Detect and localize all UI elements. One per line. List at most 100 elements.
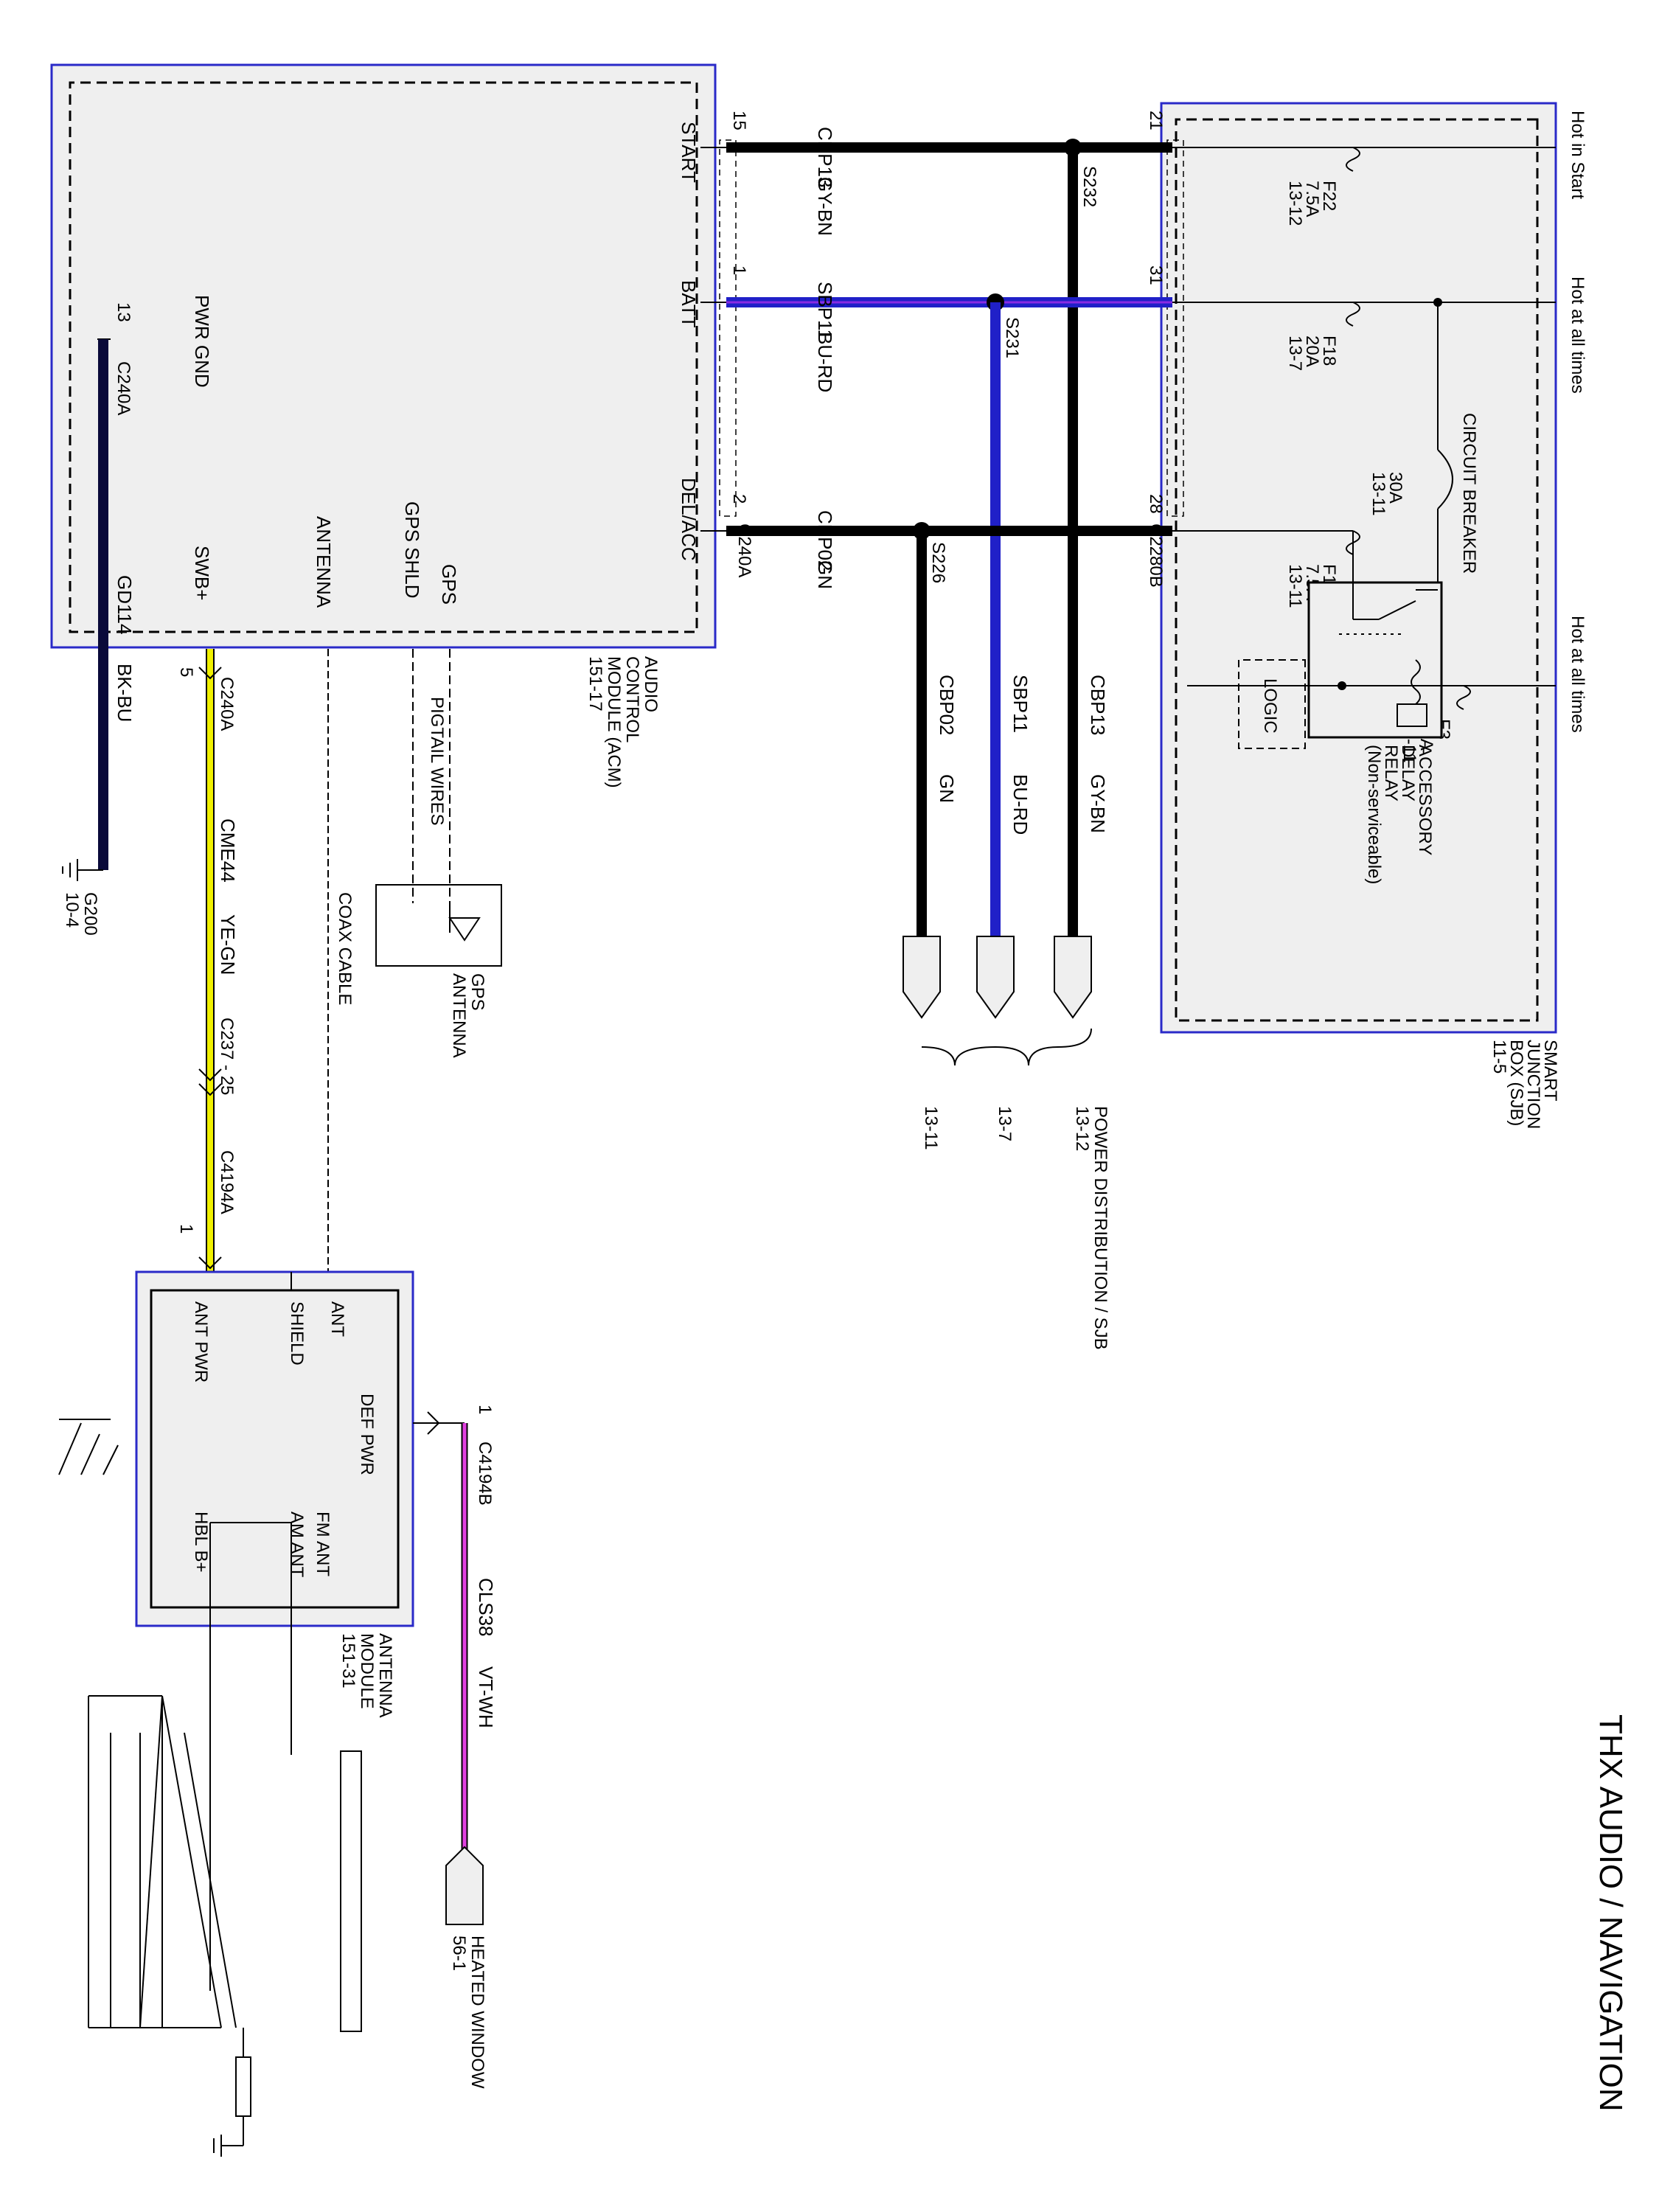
- start-wire-color: GY-BN: [814, 177, 836, 236]
- gnd-wire-color: BK-BU: [114, 664, 136, 722]
- circuit-breaker-symbol: [1437, 449, 1453, 509]
- pigtail-label: PIGTAIL WIRES: [427, 697, 447, 826]
- swb-connector-c240a: C240A: [217, 677, 237, 731]
- gps-antenna-label-2: ANTENNA: [449, 973, 469, 1058]
- gnd-circuit: GD114: [114, 575, 136, 634]
- batt-circuit: SBP11: [814, 282, 836, 340]
- sjb-hot-all-times-1: Hot at all times: [1568, 276, 1587, 394]
- am-pin-shield: SHIELD: [287, 1301, 307, 1366]
- heated-window-connector: [445, 1846, 484, 1925]
- acm-name-3: MODULE (ACM): [604, 656, 624, 788]
- sjb-hot-all-times-2: Hot at all times: [1568, 616, 1587, 733]
- def-wire-color: VT-WH: [475, 1666, 497, 1728]
- am-pin-defpwr: DEF PWR: [357, 1394, 377, 1475]
- batt-pin-31: 31: [1146, 265, 1166, 285]
- vlabel-cbp13: CBP13: [1087, 675, 1109, 735]
- acm-pin-delacc: DEL/ACC: [678, 478, 700, 561]
- start-circuit: CBP13: [814, 127, 836, 187]
- fuse-f22-id: F22: [1319, 181, 1339, 211]
- vlabel-burd: BU-RD: [1009, 774, 1032, 835]
- connector-c2280b-boundary: [1166, 139, 1184, 517]
- vlabel-gn: GN: [936, 774, 958, 803]
- acm-pin-swb: SWB+: [191, 546, 213, 600]
- pd-ref-13-12: 13-12: [1072, 1106, 1092, 1151]
- fuse-f22-ref: 13-12: [1285, 181, 1305, 226]
- acm-pin-antenna: ANTENNA: [313, 516, 335, 608]
- power-distribution-connectors: [902, 936, 1092, 1019]
- wire-start-cbp13: [700, 139, 1353, 936]
- am-ref: 151-31: [338, 1633, 358, 1688]
- ground-g200: G200: [80, 892, 100, 936]
- antenna-resistor: [235, 2056, 251, 2117]
- fuse-f18-id: F18: [1319, 335, 1339, 366]
- acm-pin-start: START: [678, 122, 700, 183]
- power-distribution-label: POWER DISTRIBUTION / SJB: [1091, 1106, 1110, 1350]
- relay-label-4: (Non-serviceable): [1364, 745, 1384, 884]
- def-circuit: CLS38: [475, 1578, 497, 1637]
- am-pin-hbl: HBL B+: [191, 1512, 211, 1573]
- connector-c4194b: C4194B: [475, 1441, 495, 1506]
- audio-control-module: START BATT DEL/ACC PWR GND SWB+ ANTENNA …: [50, 63, 717, 788]
- splice-s231-label: S231: [1002, 317, 1022, 358]
- wire-delacc-cbp02: [700, 522, 1353, 936]
- acm-name-2: CONTROL: [622, 656, 642, 742]
- relay-label-3: RELAY: [1381, 745, 1401, 801]
- delacc-wire-color: GN: [814, 560, 836, 589]
- sjb-ref: 11-5: [1489, 1040, 1509, 1074]
- fuse-f18-symbol: [1346, 302, 1360, 327]
- smart-junction-box: Hot in Start Hot at all times Hot at all…: [1160, 102, 1587, 1129]
- wire-ground-gd114: [62, 338, 111, 881]
- circuit-breaker-ref: 13-11: [1368, 472, 1388, 516]
- heated-window-ref: 56-1: [449, 1935, 469, 1971]
- am-pin-amant: AM ANT: [287, 1512, 307, 1578]
- wire-batt-sbp11: [700, 293, 1353, 936]
- batt-wire-color: BU-RD: [814, 332, 836, 392]
- am-name-2: MODULE: [357, 1633, 377, 1709]
- accessory-delay-relay: [1307, 581, 1443, 739]
- pd-ref-13-11: 13-11: [921, 1106, 941, 1150]
- acm-pin-pwrgnd: PWR GND: [191, 295, 213, 388]
- fuse-f3-symbol: [1456, 685, 1471, 710]
- vlabel-sbp11: SBP11: [1009, 675, 1032, 733]
- circuit-breaker-rating: 30A: [1385, 472, 1405, 504]
- swb-circuit: CME44: [217, 818, 239, 883]
- splice-s232-label: S232: [1079, 166, 1099, 207]
- gps-antenna-icon: [448, 903, 481, 942]
- logic-label: LOGIC: [1260, 678, 1280, 734]
- am-pin-fmant: FM ANT: [313, 1512, 333, 1576]
- wire-swb-cme44: [198, 649, 222, 1272]
- connector-c240a-boundary: [719, 139, 737, 517]
- ground-ref: 10-4: [62, 892, 82, 928]
- coax-label: COAX CABLE: [335, 892, 355, 1005]
- fuse-f18-ref: 13-7: [1285, 335, 1305, 371]
- am-pin-antpwr: ANT PWR: [191, 1301, 211, 1382]
- vlabel-gybn: GY-BN: [1087, 774, 1109, 833]
- fuse-f18-label: F18 20A 13-7: [1285, 335, 1339, 371]
- batt-pin-1: 1: [729, 265, 749, 275]
- acm-pin-gps: GPS: [438, 564, 460, 605]
- delacc-pin-2: 2: [729, 494, 749, 504]
- acm-name: AUDIO: [641, 656, 661, 712]
- fuse-f22-symbol: [1346, 147, 1360, 172]
- pd-connector-2: [976, 936, 1015, 1019]
- fuse-f18-rating: 20A: [1302, 335, 1322, 367]
- swb-pin-5: 5: [176, 667, 196, 677]
- acm-pin-batt: BATT: [678, 280, 700, 328]
- swb-pin-1: 1: [176, 1224, 196, 1234]
- gps-antenna-box: [375, 884, 502, 967]
- gps-pigtail: [375, 649, 502, 967]
- pd-connector-3: [902, 936, 941, 1019]
- logic-block: [1238, 659, 1306, 749]
- acm-ref: 151-17: [585, 656, 605, 712]
- sjb-name-2: JUNCTION: [1523, 1040, 1543, 1129]
- sjb-name-1: SMART: [1540, 1040, 1560, 1102]
- connector-c237: C237 - 25: [217, 1018, 237, 1095]
- start-pin-21: 21: [1146, 111, 1166, 131]
- fuse-f12-ref: 13-11: [1285, 564, 1305, 608]
- sjb-hot-in-start: Hot in Start: [1568, 111, 1587, 199]
- splice-s226-label: S226: [928, 542, 948, 583]
- rear-window-antenna-grid: [88, 1522, 362, 2157]
- connector-c4194a: C4194A: [217, 1150, 237, 1214]
- heated-window-label: HEATED WINDOW: [467, 1935, 487, 2089]
